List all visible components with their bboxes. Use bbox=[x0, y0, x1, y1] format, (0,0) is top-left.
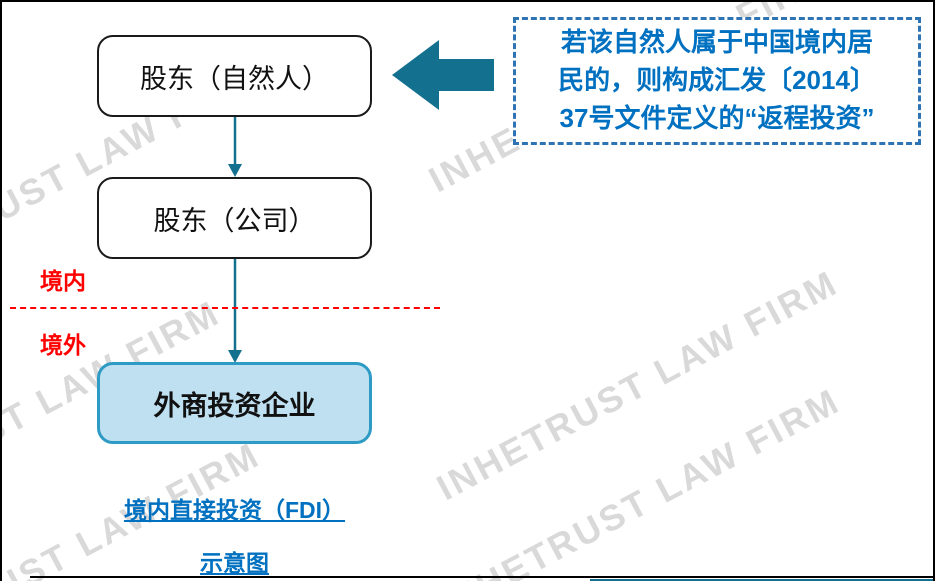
box-shareholder-company: 股东（公司） bbox=[97, 177, 372, 259]
box-shareholder-natural-person: 股东（自然人） bbox=[97, 35, 372, 117]
box-shareholder-natural-person-label: 股东（自然人） bbox=[140, 63, 329, 94]
bottom-teal-strip bbox=[590, 579, 933, 581]
callout-text: 若该自然人属于中国境内居 民的，则构成汇发〔2014〕 37号文件定义的“返程投… bbox=[558, 27, 876, 133]
down-arrow-icon bbox=[228, 258, 242, 363]
label-offshore: 境外 bbox=[40, 332, 86, 358]
onshore-offshore-dashed-divider bbox=[10, 307, 440, 309]
watermark-text: INHETRUST LAW FIRM bbox=[430, 261, 845, 509]
caption-diagram-label: 示意图 bbox=[200, 550, 269, 576]
box-foreign-invested-enterprise: 外商投资企业 bbox=[97, 362, 372, 444]
label-onshore: 境内 bbox=[40, 268, 86, 294]
box-foreign-invested-enterprise-label: 外商投资企业 bbox=[153, 390, 316, 421]
callout-round-trip-investment: 若该自然人属于中国境内居 民的，则构成汇发〔2014〕 37号文件定义的“返程投… bbox=[513, 17, 921, 145]
left-block-arrow-icon bbox=[392, 40, 494, 110]
bottom-edge-line bbox=[30, 576, 933, 578]
box-shareholder-company-label: 股东（公司） bbox=[153, 205, 316, 236]
down-arrow-icon bbox=[228, 116, 242, 177]
caption-fdi-title: 境内直接投资（FDI） bbox=[123, 497, 346, 523]
